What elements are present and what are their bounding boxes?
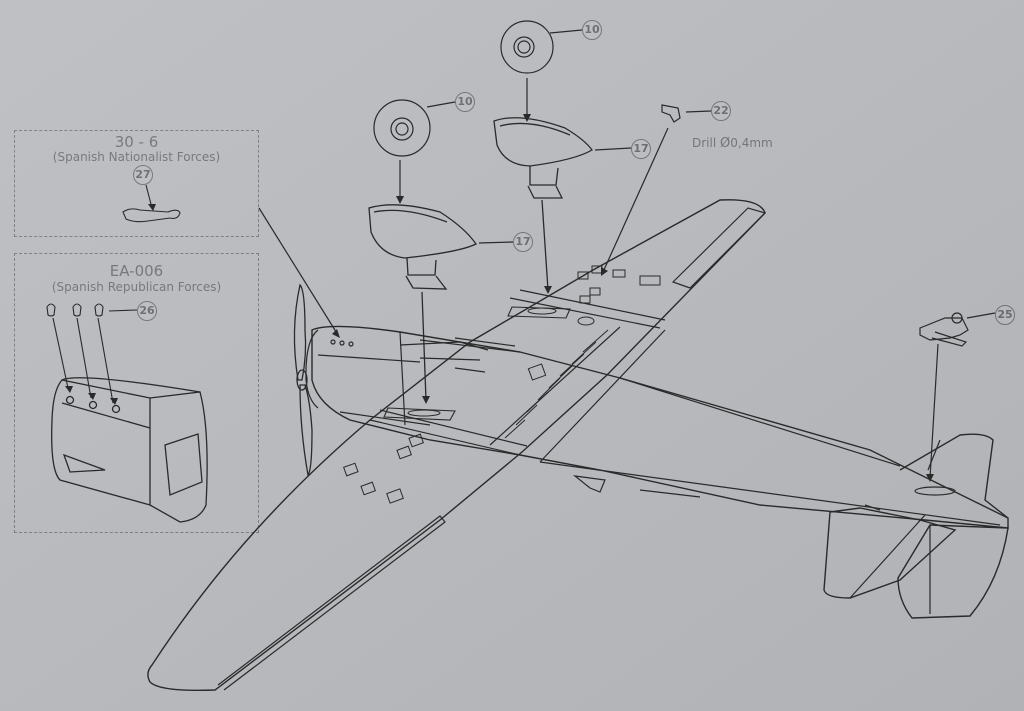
tailplane-outline xyxy=(823,507,957,599)
inset-republican: EA-006 (Spanish Republican Forces) 26 xyxy=(14,253,259,533)
callout-26: 26 xyxy=(137,301,157,321)
cowling-dot xyxy=(330,339,336,345)
wheel-10-lower xyxy=(373,99,456,200)
drill-diameter-symbol: Ø xyxy=(720,136,731,151)
fuselage-outline xyxy=(311,325,1009,529)
callout-27: 27 xyxy=(133,165,153,185)
pin-22 xyxy=(602,104,712,273)
elevator-line xyxy=(849,504,926,599)
aileron-left xyxy=(217,515,446,691)
rudder-hinge xyxy=(927,439,941,614)
inset-republican-code: EA-006 xyxy=(109,262,164,280)
inset-nationalist: 30 - 6 (Spanish Nationalist Forces) 27 xyxy=(14,130,259,237)
wing-slots xyxy=(489,326,666,463)
canopy-rails xyxy=(454,337,516,373)
inset-nationalist-caption: (Spanish Nationalist Forces) xyxy=(52,150,221,164)
propeller-drawing xyxy=(293,283,313,477)
callout-10-upper: 10 xyxy=(582,20,602,40)
cowling-front xyxy=(305,329,319,409)
fuselage-stringers xyxy=(317,354,1001,526)
rudder-outline xyxy=(897,524,1009,619)
callout-17-upper: 17 xyxy=(631,139,651,159)
wheel-spat-17-upper xyxy=(493,117,632,291)
cowling-dot xyxy=(348,341,354,347)
tailwheel-part-25 xyxy=(919,312,996,479)
belly-radiator xyxy=(572,475,701,498)
tailwheel-well xyxy=(914,486,956,496)
callout-22: 22 xyxy=(711,101,731,121)
drill-note: Drill Ø0,4mm xyxy=(692,136,773,151)
wheel-10-upper xyxy=(500,20,583,118)
drill-label: Drill xyxy=(692,136,717,150)
fuselage-spine xyxy=(399,331,521,426)
wheel-spat-17-lower xyxy=(368,204,514,401)
wing-vents xyxy=(504,329,609,439)
callout-10-lower: 10 xyxy=(455,92,475,112)
callout-17-lower: 17 xyxy=(513,232,533,252)
cockpit-frame xyxy=(399,341,489,361)
leader-inset-to-cockpit xyxy=(258,207,339,336)
cowling-dot xyxy=(339,340,345,346)
wing-center-lines xyxy=(369,289,666,456)
gear-wells xyxy=(383,306,571,421)
callout-25: 25 xyxy=(995,305,1015,325)
wing-panels xyxy=(343,265,661,504)
aileron-right xyxy=(671,207,767,289)
inset-republican-caption: (Spanish Republican Forces) xyxy=(51,280,222,294)
drill-size: 0,4mm xyxy=(730,136,773,150)
fin-outline xyxy=(899,433,1009,519)
inset-nationalist-code: 30 - 6 xyxy=(114,133,159,151)
